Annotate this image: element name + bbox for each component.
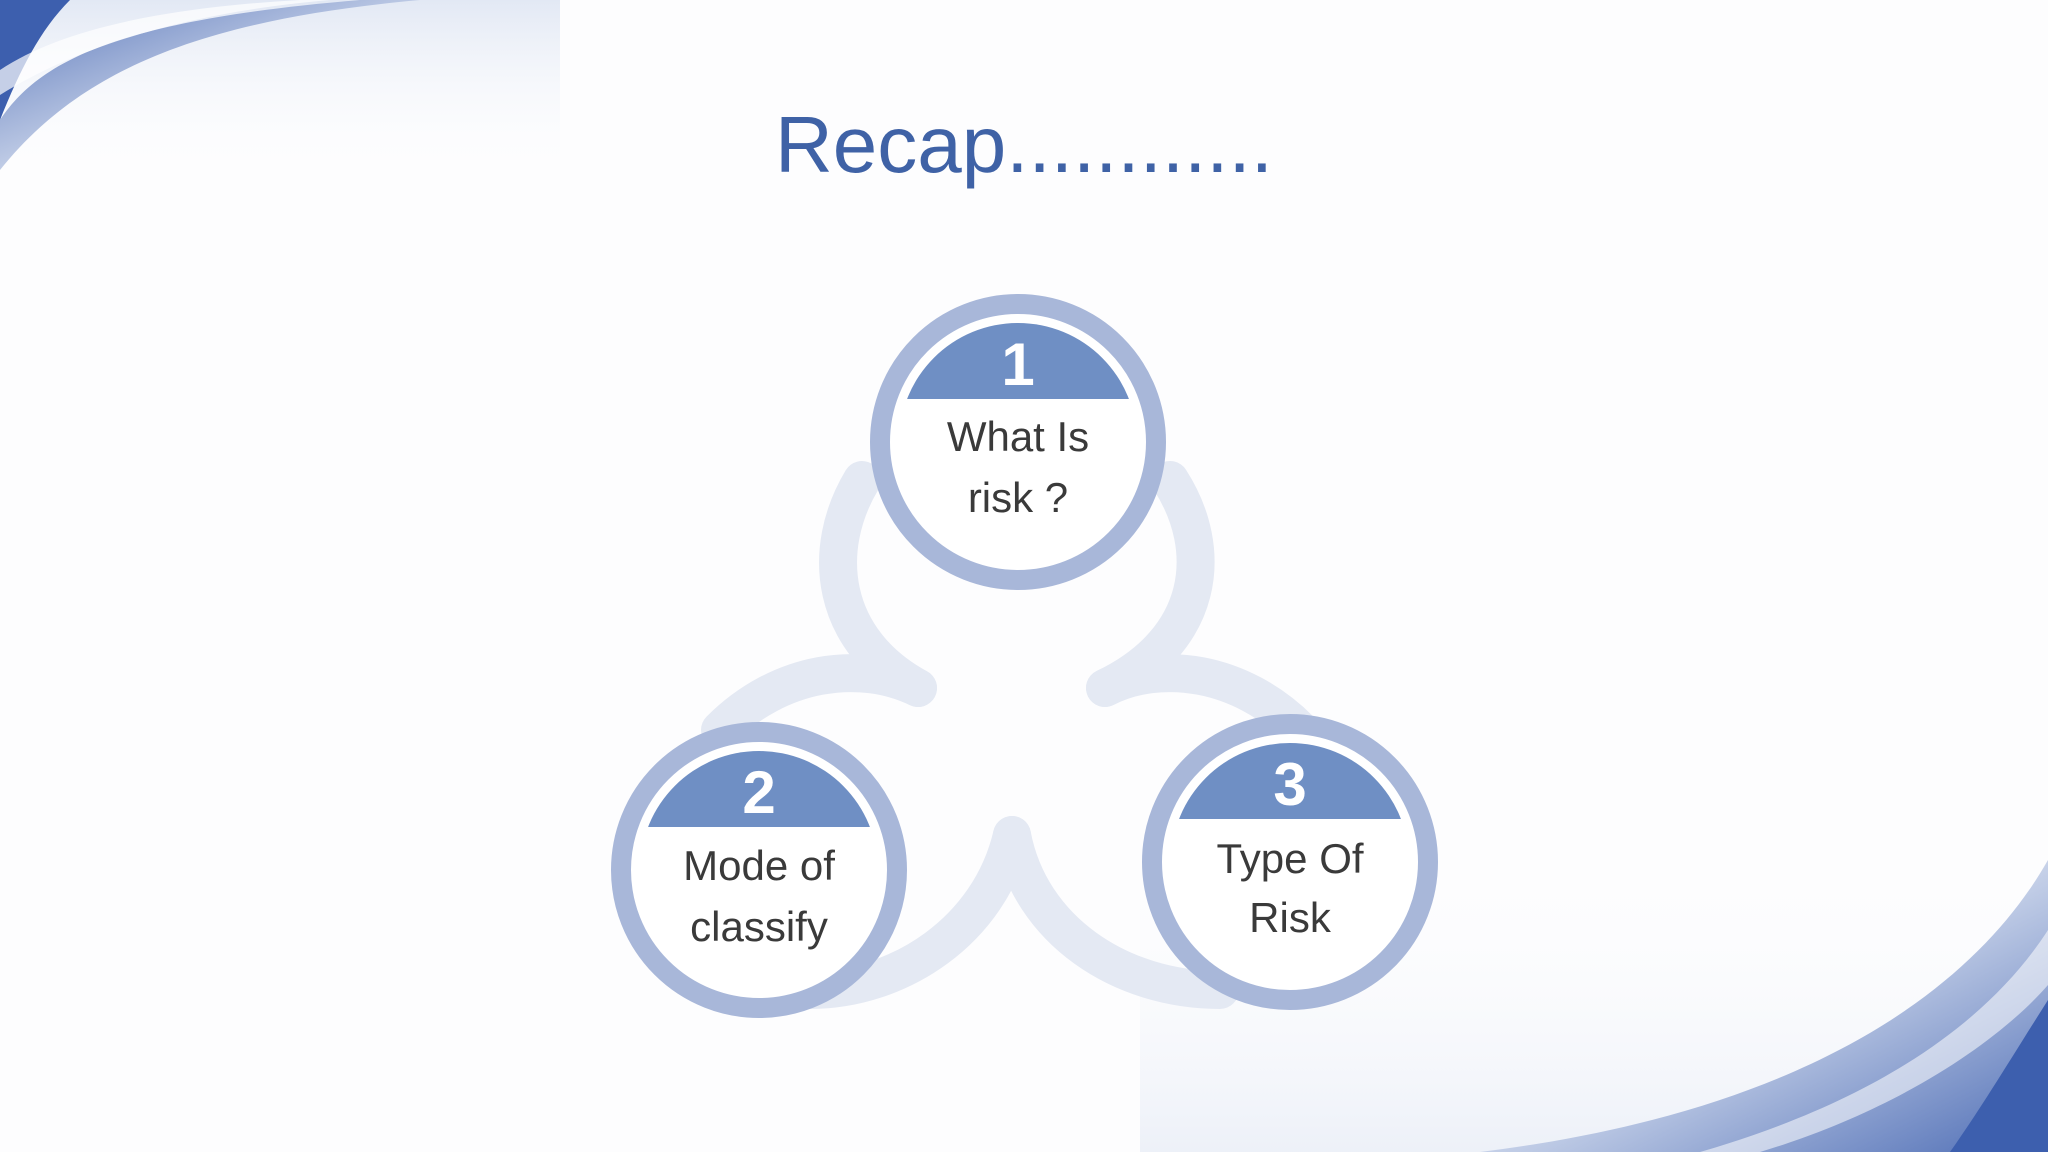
node-3-line-2: Risk — [1249, 894, 1332, 941]
top-left-swoosh-light — [0, 0, 420, 170]
node-2: 2 Mode of classify — [611, 722, 907, 1018]
node-1-number: 1 — [1001, 331, 1034, 398]
node-2-line-2: classify — [690, 903, 828, 950]
page-title: Recap............ — [775, 100, 1273, 189]
node-3: 3 Type Of Risk — [1142, 714, 1438, 1010]
node-2-number: 2 — [742, 759, 775, 826]
top-left-swoosh — [0, 0, 70, 120]
bottom-right-swoosh-highlight — [1700, 930, 2048, 1152]
cycle-connectors — [701, 461, 1319, 1009]
connector-arc-lower-right — [993, 816, 1239, 1009]
node-1: 1 What Is risk ? — [870, 294, 1166, 590]
top-left-swoosh-thin — [0, 0, 330, 95]
bottom-right-swoosh-dark — [1950, 1000, 2048, 1152]
connector-arc-bottom-right — [1086, 654, 1319, 749]
node-3-line-1: Type Of — [1216, 835, 1363, 882]
node-1-line-2: risk ? — [968, 474, 1068, 521]
node-3-number: 3 — [1273, 751, 1306, 818]
node-1-line-1: What Is — [947, 413, 1089, 460]
connector-arc-bottom-left — [701, 654, 937, 749]
node-2-line-1: Mode of — [683, 842, 835, 889]
